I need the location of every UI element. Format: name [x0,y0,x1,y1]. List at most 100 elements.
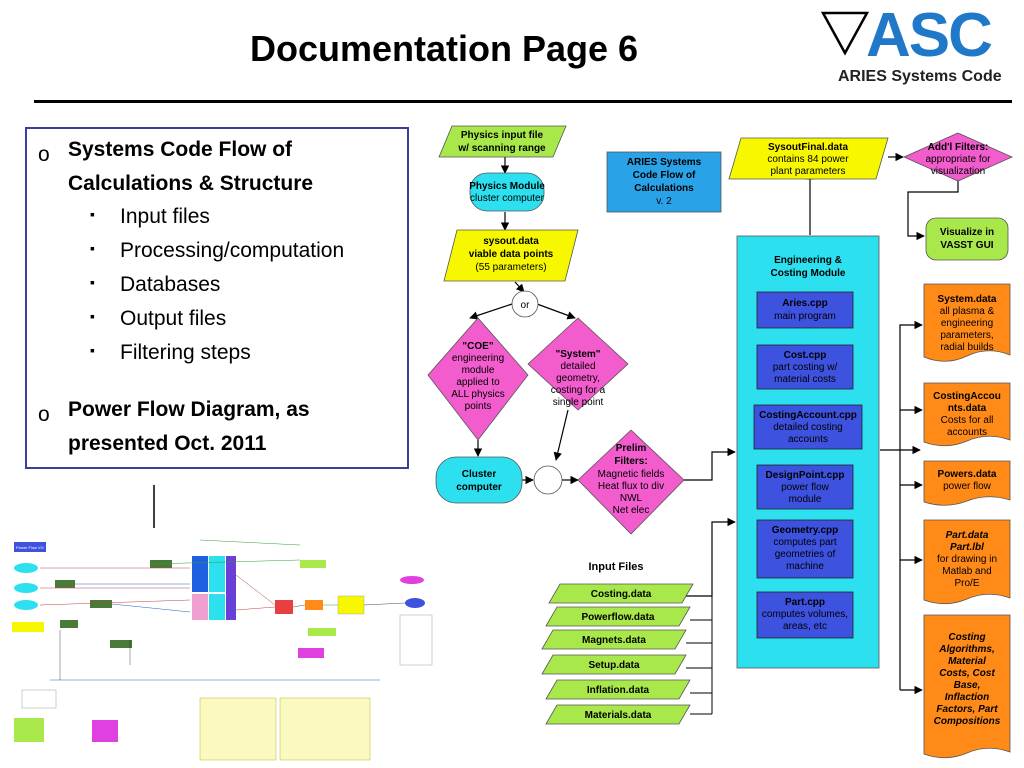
input-file-inflation: Inflation.data [545,679,691,700]
svg-text:for drawing in: for drawing in [937,554,997,565]
page-title: Documentation Page 6 [250,28,639,69]
svg-text:CostingAccount.cpp: CostingAccount.cpp [759,410,857,421]
svg-text:computes part: computes part [773,537,837,548]
svg-text:Magnetic fields: Magnetic fields [598,469,665,480]
svg-text:Material: Material [948,656,986,667]
input-file-setup: Setup.data [541,654,687,675]
svg-text:Compositions: Compositions [934,716,1001,727]
svg-text:contains 84 power: contains 84 power [767,154,849,165]
subbullet-1: ▪ [90,206,95,222]
subbullet-5: ▪ [90,342,95,358]
physics-input-node: Physics input file w/ scanning range [438,125,567,158]
input-file-materials: Materials.data [545,704,691,725]
outline-item-2-line-2: presented Oct. 2011 [68,432,267,455]
svg-text:System.data: System.data [938,294,997,305]
outline-item-2-line-1: Power Flow Diagram, as [68,398,310,421]
svg-text:main program: main program [774,311,836,322]
svg-text:Costs, Cost: Costs, Cost [939,668,995,679]
sysoutfinal-node: SysoutFinal.data contains 84 power plant… [728,137,889,180]
svg-text:Costing: Costing [948,632,985,643]
svg-text:single point: single point [553,397,604,408]
subitem-5: Filtering steps [120,341,251,364]
svg-text:ALL physics: ALL physics [451,389,505,400]
output-costingaccounts-data: CostingAccou nts.data Costs for all acco… [923,382,1011,447]
aries-flow-title-box: ARIES Systems Code Flow of Calculations … [606,151,722,213]
subbullet-3: ▪ [90,274,95,290]
outline-box [25,127,409,469]
svg-text:module: module [789,494,822,505]
svg-text:Add'l Filters:: Add'l Filters: [928,142,989,153]
module-costingaccount-cpp: CostingAccount.cpp detailed costing acco… [753,404,863,450]
svg-text:v. 2: v. 2 [656,196,672,207]
physics-input-line1: Physics input file [461,130,544,141]
svg-text:geometries of: geometries of [775,549,836,560]
svg-text:computer: computer [456,482,502,493]
svg-text:Cluster: Cluster [462,469,497,480]
outline-item-1-line-2: Calculations & Structure [68,172,314,195]
sysout-node: sysout.data viable data points (55 param… [443,229,579,282]
svg-text:engineering: engineering [452,353,504,364]
svg-text:parameters,: parameters, [940,330,993,341]
svg-text:cluster computer: cluster computer [470,193,545,204]
svg-text:Aries.cpp: Aries.cpp [782,298,828,309]
physics-module-node: Physics Module cluster computer [469,172,545,212]
prelim-filters-node: Prelim Filters: Magnetic fields Heat flu… [577,429,685,535]
triangle-logo-icon [820,11,870,56]
thumbnail-label: Power Flow V.5 [16,545,44,550]
svg-text:viable data points: viable data points [469,249,554,260]
subbullet-4: ▪ [90,308,95,324]
svg-text:DesignPoint.cpp: DesignPoint.cpp [766,470,845,481]
svg-text:detailed: detailed [560,361,595,372]
svg-text:Geometry.cpp: Geometry.cpp [772,525,839,536]
addl-filters-node: Add'l Filters: appropriate for visualiza… [903,132,1013,182]
subitem-2: Processing/computation [120,239,345,262]
title-divider [34,100,1012,103]
svg-text:module: module [462,365,495,376]
svg-text:Costs for all: Costs for all [941,415,994,426]
svg-text:SysoutFinal.data: SysoutFinal.data [768,142,848,153]
bullet-2: o [38,403,50,426]
cluster-computer-node: Cluster computer [435,456,523,504]
svg-text:accounts: accounts [947,427,987,438]
junction-node [533,465,563,495]
svg-text:NWL: NWL [620,493,643,504]
svg-text:Heat flux to div: Heat flux to div [598,481,664,492]
svg-text:detailed costing: detailed costing [773,422,843,433]
bullet-1: o [38,143,50,166]
output-costing-algorithms: Costing Algorithms, Material Costs, Cost… [923,614,1011,759]
svg-text:Inflation.data: Inflation.data [587,685,650,696]
svg-text:power flow: power flow [943,481,992,492]
output-part-data: Part.data Part.lbl for drawing in Matlab… [923,519,1011,605]
subbullet-2: ▪ [90,240,95,256]
svg-text:Engineering &: Engineering & [774,255,842,266]
vasst-node: Visualize in VASST GUI [925,217,1009,261]
svg-text:part costing w/: part costing w/ [773,362,838,373]
svg-text:Algorithms,: Algorithms, [938,644,995,655]
svg-text:machine: machine [786,561,824,572]
svg-text:engineering: engineering [941,318,993,329]
module-cost-cpp: Cost.cpp part costing w/ material costs [756,344,854,390]
svg-text:Net elec: Net elec [613,505,650,516]
outline-item-1-line-1: Systems Code Flow of [68,138,293,161]
logo-subtitle: ARIES Systems Code [838,68,1002,85]
subitem-1: Input files [120,205,210,228]
svg-text:applied to: applied to [456,377,500,388]
svg-text:visualization: visualization [931,166,985,177]
svg-text:geometry,: geometry, [556,373,600,384]
svg-text:plant parameters: plant parameters [770,166,845,177]
input-file-costing: Costing.data [548,583,694,604]
svg-text:ARIES Systems: ARIES Systems [627,157,702,168]
svg-text:points: points [465,401,492,412]
svg-text:VASST GUI: VASST GUI [940,240,993,251]
svg-text:Visualize in: Visualize in [940,227,994,238]
svg-text:CostingAccou: CostingAccou [933,391,1001,402]
coe-node: "COE" engineering module applied to ALL … [427,317,529,441]
svg-text:Powers.data: Powers.data [938,469,997,480]
svg-text:(55 parameters): (55 parameters) [475,262,546,273]
svg-text:computes volumes,: computes volumes, [762,609,848,620]
svg-text:Costing.data: Costing.data [591,589,652,600]
svg-text:Powerflow.data: Powerflow.data [582,612,655,623]
svg-text:Code Flow of: Code Flow of [633,170,696,181]
input-files-label: Input Files [589,561,644,573]
or-node: or [511,290,539,318]
